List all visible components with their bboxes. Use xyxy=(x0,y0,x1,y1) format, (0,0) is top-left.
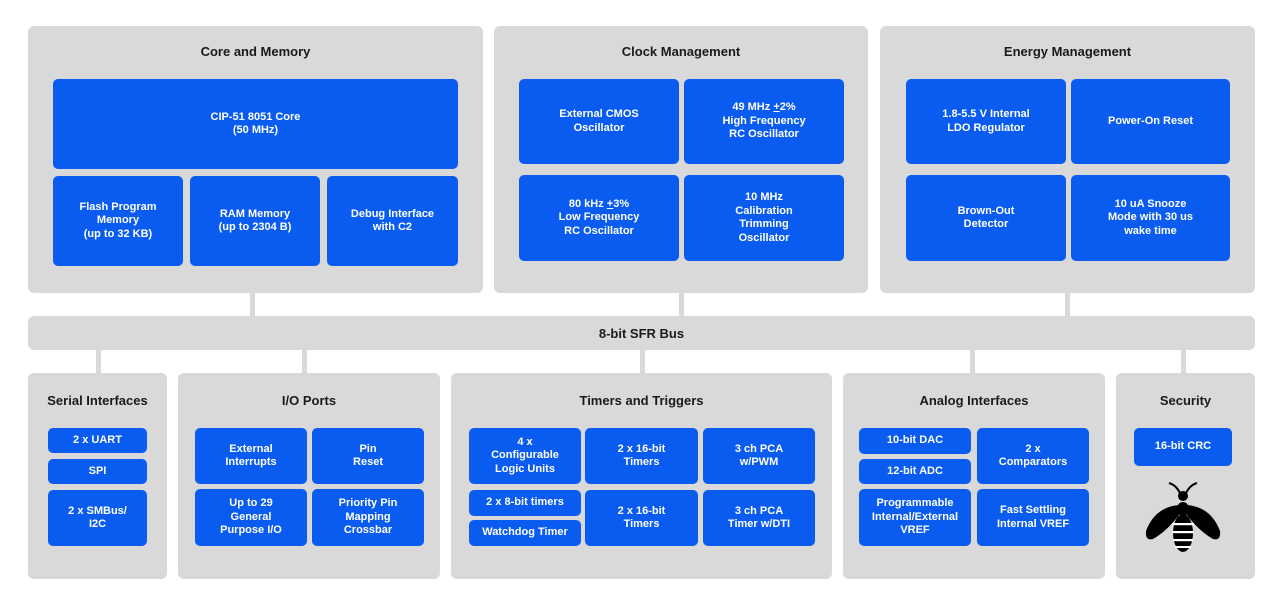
flash-memory-block: Flash Program Memory (up to 32 KB) xyxy=(53,176,183,266)
ldo-regulator-block: 1.8-5.5 V Internal LDO Regulator xyxy=(906,79,1066,164)
connector-security-bus xyxy=(1181,348,1186,375)
smbus-i2c-block: 2 x SMBus/ I2C xyxy=(48,490,147,546)
lf-description: Low Frequency RC Oscillator xyxy=(558,211,640,237)
energy-management-panel: Energy Management 1.8-5.5 V Internal LDO… xyxy=(880,26,1255,293)
lf-rc-oscillator-block: 80 kHz +3% Low Frequency RC Oscillator xyxy=(519,175,679,261)
calibration-oscillator-block: 10 MHz Calibration Trimming Oscillator xyxy=(684,175,844,261)
debug-interface-block: Debug Interface with C2 xyxy=(327,176,458,266)
adc-block: 12-bit ADC xyxy=(859,459,971,484)
brown-out-detector-block: Brown-Out Detector xyxy=(906,175,1066,261)
hf-tolerance: 2% xyxy=(779,101,796,114)
pca-pwm-block: 3 ch PCA w/PWM xyxy=(703,428,815,484)
connector-serial-bus xyxy=(96,348,101,375)
core-memory-panel: Core and Memory CIP-51 8051 Core (50 MHz… xyxy=(28,26,483,293)
analog-interfaces-panel: Analog Interfaces 10-bit DAC 12-bit ADC … xyxy=(843,373,1105,579)
programmable-vref-block: Programmable Internal/External VREF xyxy=(859,489,971,546)
timers-triggers-panel: Timers and Triggers 4 x Configurable Log… xyxy=(451,373,832,579)
sfr-bus: 8-bit SFR Bus xyxy=(28,316,1255,350)
timers-16bit-a-block: 2 x 16-bit Timers xyxy=(585,428,698,484)
serial-interfaces-title: Serial Interfaces xyxy=(47,393,148,408)
connector-timers-bus xyxy=(640,348,645,375)
spi-block: SPI xyxy=(48,459,147,484)
cpu-core-block: CIP-51 8051 Core (50 MHz) xyxy=(53,79,458,169)
lf-freq-text: 80 kHz xyxy=(568,197,607,210)
connector-io-bus xyxy=(302,348,307,375)
energy-management-title: Energy Management xyxy=(1003,44,1132,59)
timers-triggers-title: Timers and Triggers xyxy=(579,393,704,408)
core-memory-title: Core and Memory xyxy=(200,44,311,59)
security-panel: Security 16-bit CRC xyxy=(1116,373,1255,579)
clock-management-panel: Clock Management External CMOS Oscillato… xyxy=(494,26,868,293)
lf-tolerance: 3% xyxy=(613,197,630,210)
serial-interfaces-panel: Serial Interfaces 2 x UART SPI 2 x SMBus… xyxy=(28,373,167,579)
hf-rc-oscillator-block: 49 MHz +2% High Frequency RC Oscillator xyxy=(684,79,844,164)
io-ports-title: I/O Ports xyxy=(281,393,337,408)
hf-plusminus: + xyxy=(773,101,780,114)
power-on-reset-block: Power-On Reset xyxy=(1071,79,1230,164)
ram-memory-block: RAM Memory (up to 2304 B) xyxy=(190,176,320,266)
pca-dti-block: 3 ch PCA Timer w/DTI xyxy=(703,490,815,546)
hf-freq-text: 49 MHz xyxy=(732,101,774,114)
external-cmos-oscillator-block: External CMOS Oscillator xyxy=(519,79,679,164)
connector-clock-bus xyxy=(679,292,684,318)
timers-8bit-block: 2 x 8-bit timers xyxy=(469,490,581,516)
pin-reset-block: Pin Reset xyxy=(312,428,424,484)
fast-settling-vref-block: Fast Settling Internal VREF xyxy=(977,489,1089,546)
watchdog-timer-block: Watchdog Timer xyxy=(469,520,581,546)
snooze-mode-block: 10 uA Snooze Mode with 30 us wake time xyxy=(1071,175,1230,261)
crossbar-block: Priority Pin Mapping Crossbar xyxy=(312,489,424,546)
io-ports-panel: I/O Ports External Interrupts Pin Reset … xyxy=(178,373,440,579)
configurable-logic-units-block: 4 x Configurable Logic Units xyxy=(469,428,581,484)
security-title: Security xyxy=(1159,393,1212,408)
clock-management-title: Clock Management xyxy=(621,44,741,59)
timers-16bit-b-block: 2 x 16-bit Timers xyxy=(585,490,698,546)
external-interrupts-block: External Interrupts xyxy=(195,428,307,484)
connector-analog-bus xyxy=(970,348,975,375)
gpio-block: Up to 29 General Purpose I/O xyxy=(195,489,307,546)
analog-interfaces-title: Analog Interfaces xyxy=(919,393,1029,408)
lf-plusminus: + xyxy=(606,197,614,210)
hf-description: High Frequency RC Oscillator xyxy=(722,114,806,141)
bee-icon xyxy=(1145,482,1221,552)
connector-energy-bus xyxy=(1065,292,1070,318)
connector-core-bus xyxy=(250,292,255,318)
comparators-block: 2 x Comparators xyxy=(977,428,1089,484)
uart-block: 2 x UART xyxy=(48,428,147,453)
dac-block: 10-bit DAC xyxy=(859,428,971,454)
crc-block: 16-bit CRC xyxy=(1134,428,1232,466)
